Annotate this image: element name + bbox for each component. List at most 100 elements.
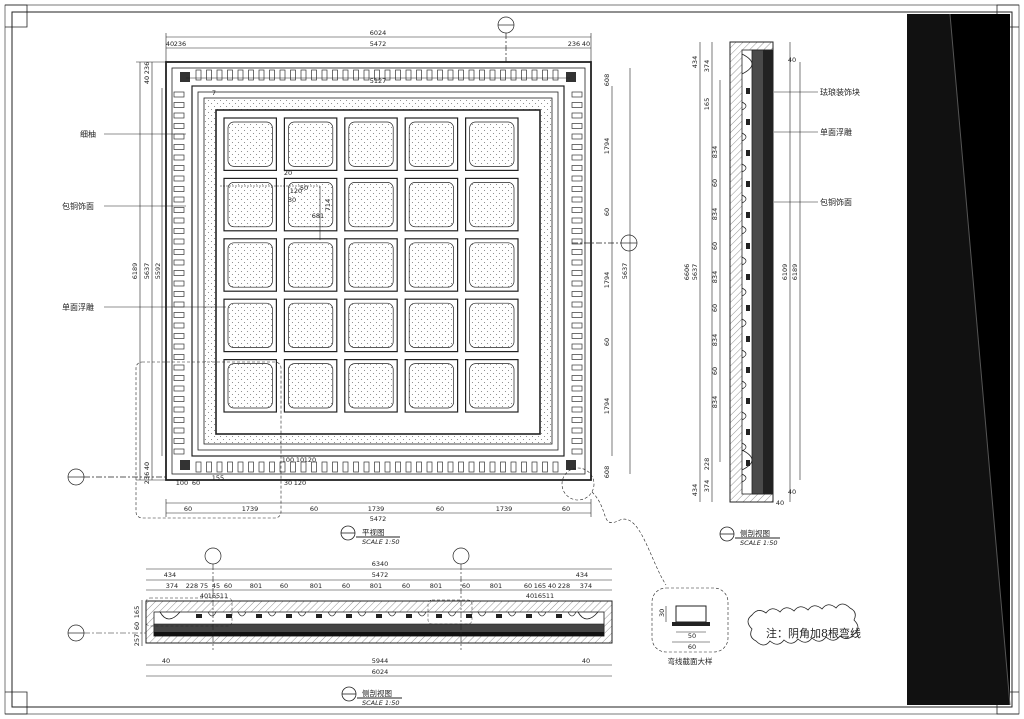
- dim-right-segment: 608: [603, 466, 611, 478]
- bottom-dim: 60: [402, 582, 410, 590]
- dentil: [279, 69, 286, 81]
- dentil: [571, 375, 583, 381]
- dentil: [258, 69, 265, 81]
- dentil: [571, 228, 583, 234]
- dentil: [426, 461, 433, 473]
- bottom-dim: 60: [280, 582, 288, 590]
- bottom-dim-left: 60: [133, 622, 141, 630]
- dentil: [353, 461, 359, 473]
- relief-panel: [408, 302, 454, 348]
- ornament-curve: [741, 349, 747, 359]
- plan-dimension-text: 6024 5472 40 236 236 40 5127 7 6189 5637…: [131, 29, 629, 523]
- relief-panel: [288, 121, 334, 167]
- ornament-curve: [507, 611, 517, 617]
- bottom-dim-total: 6340: [372, 560, 389, 568]
- ornament-curve: [447, 611, 457, 617]
- ornament-curve: [741, 101, 747, 111]
- dentil: [468, 69, 475, 81]
- dentil: [227, 69, 233, 81]
- side-section-ornaments: [741, 88, 750, 483]
- dentil: [479, 461, 485, 473]
- title-block: [907, 13, 1011, 706]
- dentil: [571, 301, 583, 308]
- relief-panel: [469, 182, 515, 228]
- dentil: [395, 461, 401, 473]
- bottom-dim: 165: [534, 592, 546, 600]
- relief-panel: [469, 363, 515, 409]
- plan-callouts: 细柚 包铜饰面 单面浮雕: [62, 129, 226, 312]
- relief-panel: [288, 363, 334, 409]
- dentil: [571, 438, 583, 444]
- plan-outer-frame: [165, 61, 592, 481]
- dentil: [173, 270, 185, 276]
- dentil: [374, 461, 380, 473]
- ornament-block: [346, 614, 352, 618]
- dentil: [571, 354, 583, 360]
- bottom-dim: 165: [534, 582, 546, 590]
- callout-enamel-block: 珐琅装饰块: [820, 87, 860, 97]
- dim-corner-left: 236: [143, 472, 151, 484]
- ornament-block: [746, 212, 750, 218]
- relief-panel: [408, 242, 454, 288]
- relief-panel: [348, 363, 394, 409]
- dentil: [489, 69, 496, 81]
- dentil: [571, 133, 583, 140]
- dim-cell-detail: 30: [288, 196, 296, 204]
- dim-mid: 10: [296, 456, 304, 464]
- dentil: [571, 186, 583, 192]
- dim-cell: 1794: [603, 398, 611, 415]
- dentil: [173, 417, 185, 423]
- side-dim: 228: [703, 458, 711, 470]
- ornament-curve: [741, 442, 747, 452]
- dentil: [571, 102, 583, 108]
- side-dim-total: 6189: [791, 264, 799, 281]
- dentil: [173, 280, 185, 287]
- dim-bottom: 1739: [496, 505, 513, 513]
- bottom-dim: 801: [370, 582, 382, 590]
- relief-panel: [227, 363, 273, 409]
- ornament-block: [746, 305, 750, 311]
- relief-panel: [227, 242, 273, 288]
- dentil: [195, 69, 202, 81]
- dentil: [216, 69, 223, 81]
- dim-cell-detail: 20: [284, 169, 292, 177]
- dentil: [173, 322, 185, 329]
- dentil: [173, 375, 185, 381]
- dentil: [571, 238, 583, 245]
- bottom-dim: 11: [546, 592, 554, 600]
- dim-mid: 120: [304, 456, 316, 464]
- dentil: [173, 259, 185, 266]
- side-dim: 834: [711, 271, 719, 283]
- dentil: [173, 228, 185, 234]
- ornament-block: [256, 614, 262, 618]
- relief-panel: [408, 182, 454, 228]
- dentil: [458, 69, 464, 81]
- bottom-dim: 60: [462, 582, 470, 590]
- dentil: [195, 461, 202, 473]
- bottom-dim-left: 257: [133, 634, 141, 646]
- dentil: [395, 69, 401, 81]
- dentil: [571, 144, 583, 150]
- dentil: [353, 69, 359, 81]
- dentil: [571, 112, 583, 119]
- bottom-dim: 60: [224, 582, 232, 590]
- dentil: [571, 312, 583, 318]
- dentil: [206, 69, 212, 81]
- dentil: [173, 427, 185, 434]
- dim-right-total: 5637: [621, 263, 629, 280]
- side-dim: 834: [711, 334, 719, 346]
- side-dim: 60: [711, 367, 719, 375]
- ornament-curve: [741, 163, 747, 173]
- ornament-curve: [741, 473, 747, 483]
- ornament-curve: [237, 611, 247, 617]
- dim-mid: 30: [284, 479, 292, 487]
- dim-bottom: 60: [310, 505, 318, 513]
- dentil: [384, 461, 391, 473]
- dentil: [426, 69, 433, 81]
- ornament-block: [466, 614, 472, 618]
- dim-cell: 1794: [603, 272, 611, 289]
- ornament-curve: [567, 611, 577, 617]
- bottom-section-ornaments: [196, 611, 577, 618]
- dentil: [571, 165, 583, 171]
- ornament-block: [746, 429, 750, 435]
